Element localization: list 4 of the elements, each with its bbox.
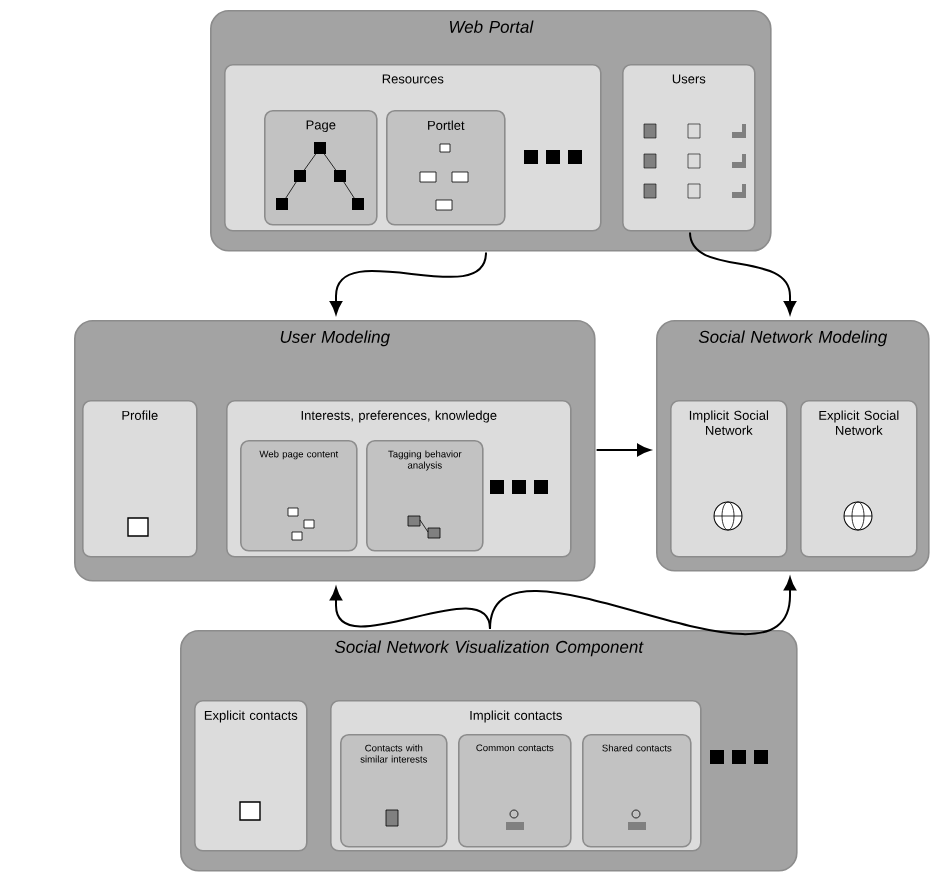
arrow <box>489 577 797 636</box>
arrow <box>329 251 487 315</box>
arrow <box>329 587 491 630</box>
arrow <box>595 443 651 457</box>
